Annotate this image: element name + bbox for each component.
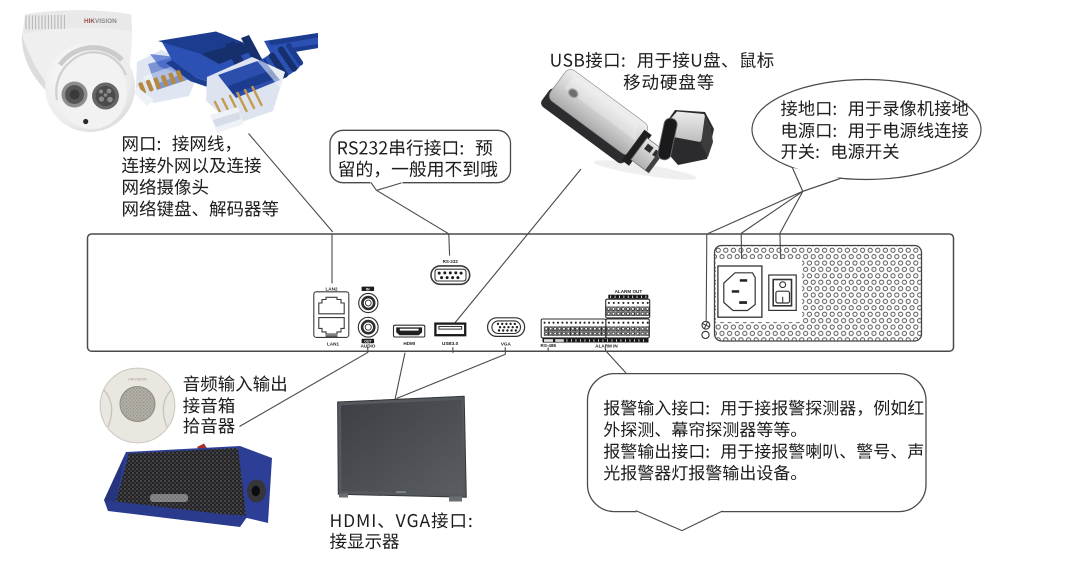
svg-text:OUT: OUT xyxy=(364,339,372,343)
svg-text:RS-232: RS-232 xyxy=(443,259,459,264)
svg-text:HIKVISION: HIKVISION xyxy=(128,378,147,382)
svg-text:IN: IN xyxy=(366,287,370,291)
svg-text:VGA: VGA xyxy=(501,341,512,346)
svg-text:LAN2: LAN2 xyxy=(326,287,338,292)
svg-text:RS-485: RS-485 xyxy=(541,343,557,348)
svg-text:HDMI: HDMI xyxy=(403,341,415,346)
svg-text:AUDIO: AUDIO xyxy=(361,344,376,349)
svg-text:USB3.0: USB3.0 xyxy=(442,341,459,346)
svg-text:ALARM IN: ALARM IN xyxy=(595,344,618,349)
svg-text:ALARM OUT: ALARM OUT xyxy=(615,289,643,294)
svg-text:HIKVISION: HIKVISION xyxy=(84,18,117,25)
svg-text:LAN1: LAN1 xyxy=(327,341,339,346)
